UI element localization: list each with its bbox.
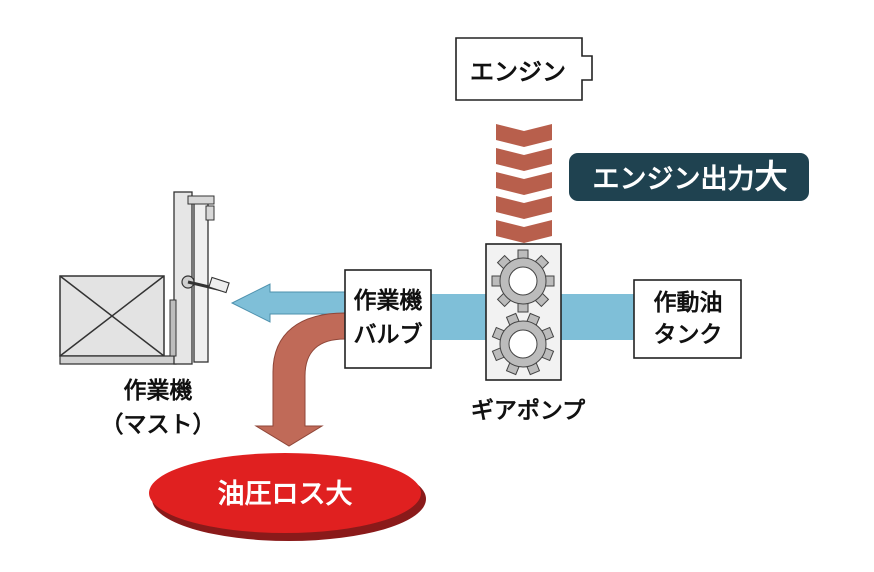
- engine-box: [455, 37, 593, 101]
- work-valve-label-line1: 作業機: [354, 287, 423, 314]
- mast-label-line1: 作業機: [124, 377, 193, 404]
- mast-fork: [59, 355, 177, 365]
- pressure-loss-text: 油圧ロス大: [218, 479, 353, 510]
- power-chevron: [496, 172, 552, 195]
- pressure-loss-ellipse: [149, 453, 421, 533]
- hydraulic-line-tank-to-pump: [560, 294, 635, 340]
- mast-illustration: [59, 191, 230, 365]
- engine-output-badge: [569, 153, 809, 201]
- work-valve-label-line2: バルブ: [354, 321, 423, 348]
- tank-box: [633, 279, 742, 359]
- hydraulic-line-pump-to-valve: [430, 294, 486, 340]
- mast-label-line2: （マスト）: [101, 411, 216, 438]
- gear-top: [491, 249, 555, 313]
- engine-label: エンジン: [470, 58, 566, 86]
- tank-label-line1: 作動油: [654, 290, 723, 316]
- engine-output-text: エンジン出力大: [593, 157, 788, 196]
- power-chevron: [496, 220, 552, 243]
- power-chevron: [496, 124, 552, 147]
- tank-label-line2: タンク: [654, 322, 723, 348]
- power-chevron: [496, 148, 552, 171]
- gear-pump-label: ギアポンプ: [471, 397, 586, 424]
- work-valve-box: [344, 269, 432, 369]
- gear-bottom: [491, 312, 555, 376]
- pressure-loss-arrow: [254, 312, 346, 447]
- engine-power-chevrons: [496, 124, 552, 243]
- power-chevron: [496, 196, 552, 219]
- tilt-cylinder-rod: [208, 276, 230, 294]
- mast-inner-rail: [193, 197, 209, 363]
